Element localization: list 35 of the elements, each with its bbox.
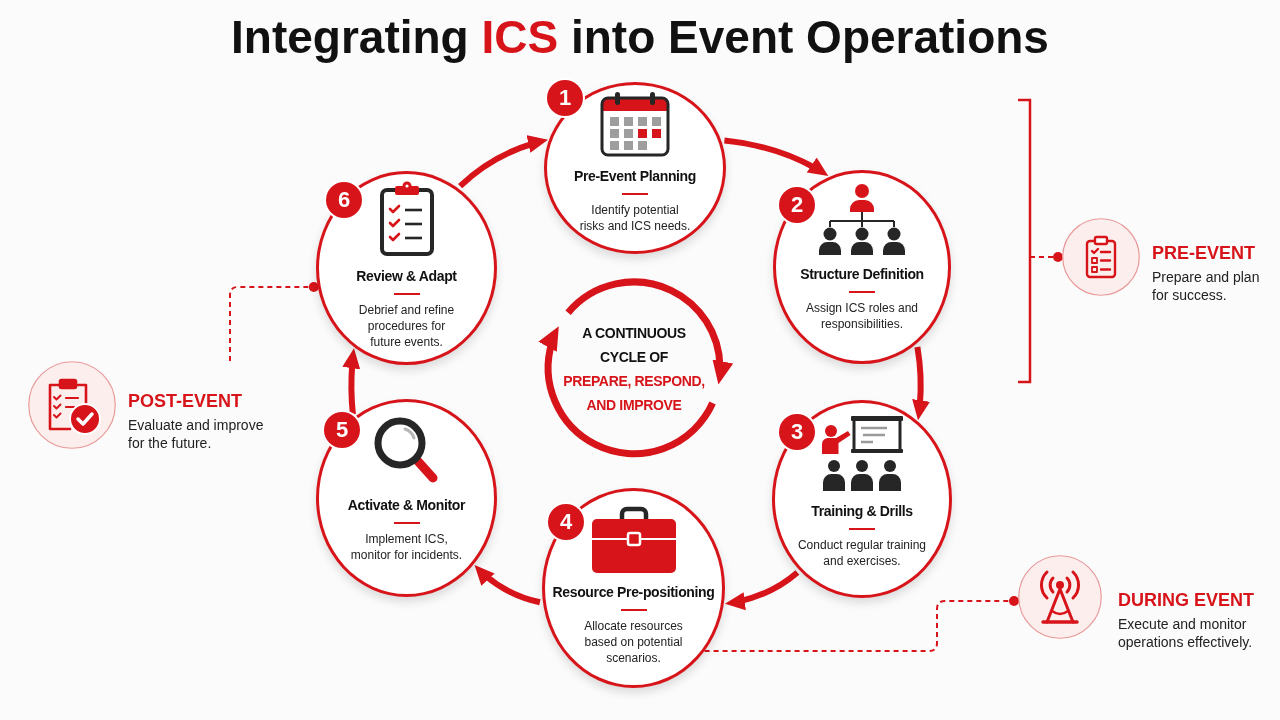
step-number: 1 xyxy=(547,80,583,116)
phase-heading: PRE-EVENT xyxy=(1152,242,1256,264)
curved-arrow xyxy=(472,562,541,606)
step-title: Review & Adapt xyxy=(356,267,457,285)
curved-arrow xyxy=(724,137,830,179)
step-number: 6 xyxy=(326,182,362,218)
step-description: Identify potential risks and ICS needs. xyxy=(578,202,692,234)
phase-description: Evaluate and improve for the future. xyxy=(128,416,265,452)
title: Integrating ICS into Event Operations xyxy=(231,10,1049,64)
phase-heading: DURING EVENT xyxy=(1118,589,1254,611)
phase-description: Execute and monitor operations effectively. xyxy=(1118,615,1254,651)
step-title: Pre-Event Planning xyxy=(573,167,697,185)
step-description: Allocate resources based on potential scenarios. xyxy=(583,618,684,666)
step-title: Training & Drills xyxy=(811,502,913,520)
step-title: Activate & Monitor xyxy=(347,496,466,514)
step-description: Conduct regular training and exercises. xyxy=(796,537,928,569)
curved-arrow xyxy=(724,570,800,610)
step-description: Implement ICS, monitor for incidents. xyxy=(349,531,464,563)
step-number: 2 xyxy=(779,187,815,223)
center-highlight-text: PREPARE, RESPOND, AND IMPROVE xyxy=(562,372,706,415)
phase-description: Prepare and plan for success. xyxy=(1152,268,1261,304)
dashed-leader-line xyxy=(1029,252,1063,262)
phase-heading: POST-EVENT xyxy=(128,390,243,412)
dashed-leader-line xyxy=(229,282,319,362)
curved-arrow xyxy=(342,347,361,415)
step-title: Resource Pre-positioning xyxy=(552,583,715,601)
step-number: 4 xyxy=(548,504,584,540)
center-text: A CONTINUOUS CYCLE OF xyxy=(581,324,687,367)
step-number: 5 xyxy=(324,412,360,448)
curved-arrow xyxy=(458,135,549,189)
step-description: Debrief and refine procedures for future events. xyxy=(357,302,456,350)
step-title: Structure Definition xyxy=(800,265,924,283)
curved-arrow xyxy=(911,346,930,421)
step-number: 3 xyxy=(779,414,815,450)
step-description: Assign ICS roles and responsibilities. xyxy=(804,300,920,332)
